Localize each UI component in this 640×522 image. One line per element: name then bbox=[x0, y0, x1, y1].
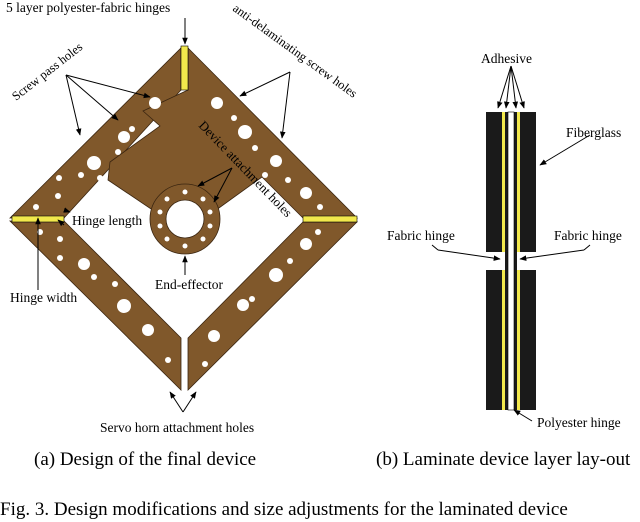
annotation-arrows-a bbox=[35, 18, 291, 413]
adhesive-left-lower bbox=[502, 270, 505, 410]
adhesive-right-lower bbox=[517, 270, 520, 410]
label-screw-pass: Screw pass holes bbox=[9, 40, 85, 104]
fiberglass-left-lower bbox=[486, 270, 502, 410]
arm-bottom-left bbox=[9, 220, 182, 391]
label-hinge-length: Hinge length bbox=[72, 213, 142, 228]
fiberglass-right-upper bbox=[520, 112, 536, 252]
label-hinge-width: Hinge width bbox=[10, 290, 77, 305]
label-fiberglass: Fiberglass bbox=[566, 125, 621, 140]
fiberglass-right-lower bbox=[520, 270, 536, 410]
fiberglass-left-upper bbox=[486, 112, 502, 252]
hinge-top bbox=[180, 45, 189, 91]
fabric-hinge-right-layer bbox=[514, 112, 517, 410]
label-adhesive: Adhesive bbox=[481, 51, 532, 66]
polyester-hinge-layer bbox=[507, 111, 515, 411]
adhesive-left-upper bbox=[502, 112, 505, 252]
caption-a: (a) Design of the final device bbox=[34, 449, 257, 470]
label-polyester-hinge: Polyester hinge bbox=[537, 415, 621, 430]
laminate-stack bbox=[486, 111, 536, 411]
label-fabric-hinge-left: Fabric hinge bbox=[387, 228, 455, 243]
figure-drawing: 5 layer polyester-fabric hinges anti-del… bbox=[6, 0, 622, 435]
label-anti-delam: anti-delaminating screw holes bbox=[230, 1, 360, 101]
screw-holes bbox=[33, 97, 323, 367]
adhesive-right-upper bbox=[517, 112, 520, 252]
arm-bottom-right bbox=[187, 221, 358, 391]
label-fabric-hinge-right: Fabric hinge bbox=[554, 228, 622, 243]
label-hinges: 5 layer polyester-fabric hinges bbox=[6, 0, 170, 15]
annotation-arrows-b bbox=[431, 65, 591, 422]
figure-caption: Fig. 3. Design modifications and size ad… bbox=[0, 499, 568, 520]
caption-b: (b) Laminate device layer lay-out bbox=[376, 449, 631, 470]
device-frame bbox=[9, 45, 358, 392]
fabric-hinge-left-layer bbox=[505, 112, 508, 410]
end-effector-hole bbox=[165, 199, 205, 239]
hinge-right bbox=[302, 215, 358, 223]
label-end-effector: End-effector bbox=[155, 277, 223, 292]
label-servo-horn: Servo horn attachment holes bbox=[100, 420, 254, 435]
